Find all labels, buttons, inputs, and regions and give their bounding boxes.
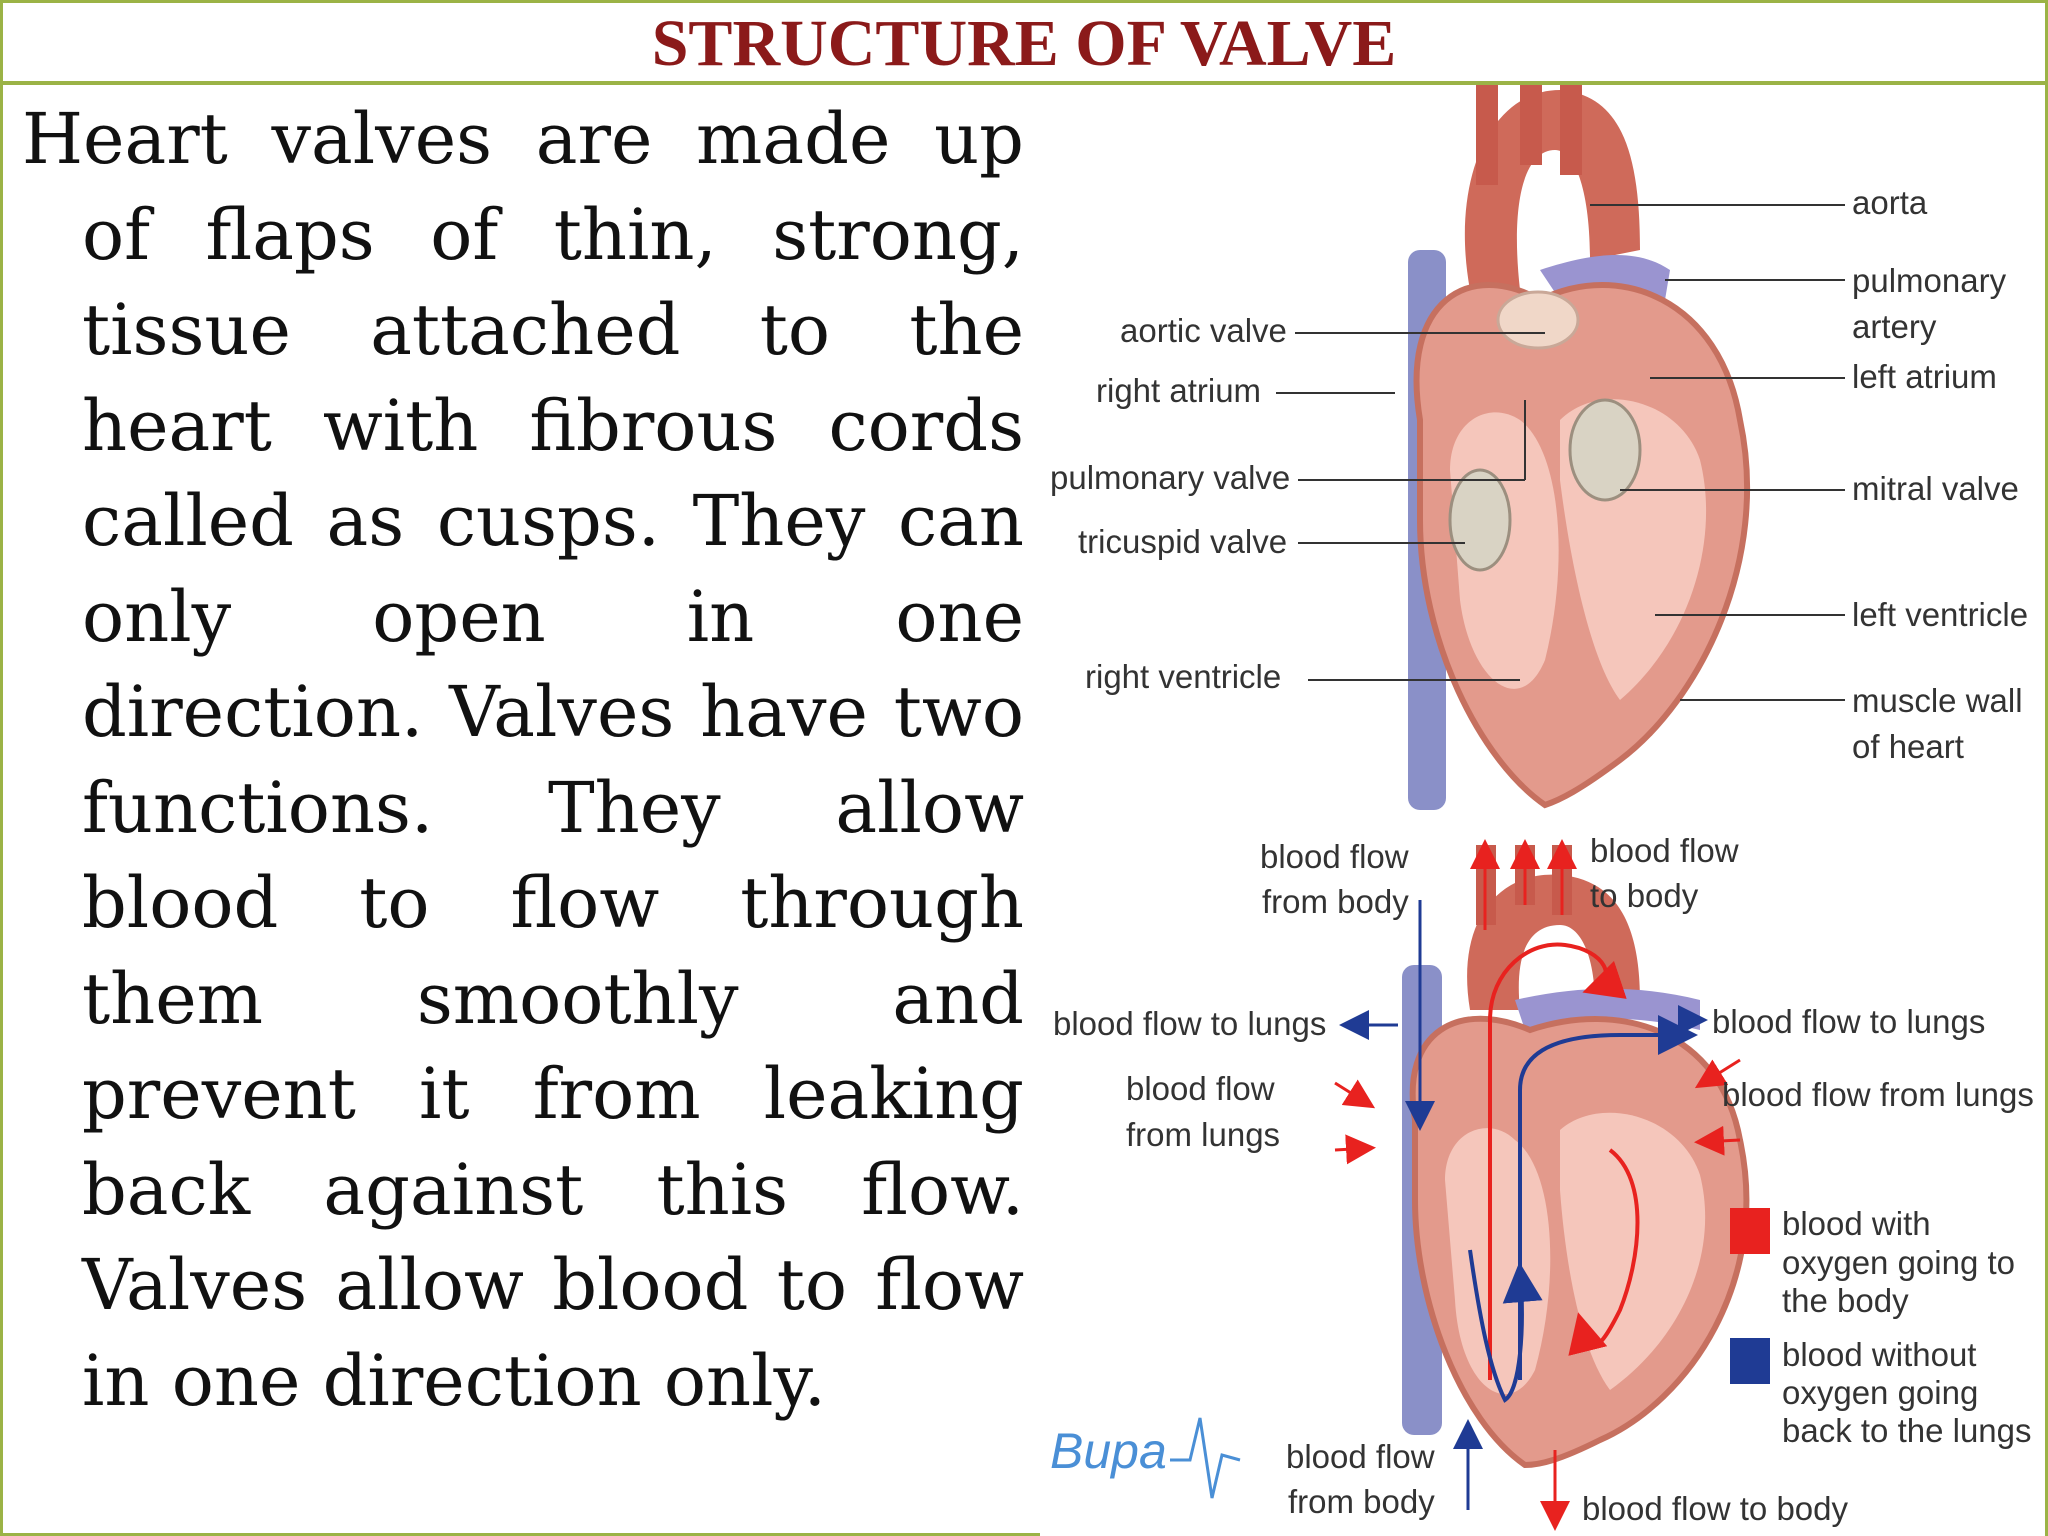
label-from-body-bottom-line2: from body (1288, 1483, 1435, 1520)
frame-right-border (2045, 85, 2048, 1536)
label-muscle-wall-line2: of heart (1852, 728, 1964, 765)
label-right-ventricle: right ventricle (1085, 658, 1281, 695)
legend-oxygenated-line1: blood with (1782, 1205, 1931, 1242)
bottom-flow-arrows (1334, 839, 1741, 1531)
title-bar (0, 0, 2048, 85)
legend-deoxygenated-line3: back to the lungs (1782, 1412, 2032, 1449)
label-pulmonary-artery-line1: pulmonary (1852, 262, 2007, 299)
label-muscle-wall-line1: muscle wall (1852, 682, 2023, 719)
bupa-brand-text: Bupa (1050, 1423, 1167, 1479)
label-to-body-top-line2: to body (1590, 877, 1699, 914)
label-mitral-valve: mitral valve (1852, 470, 2019, 507)
label-from-body-top-line2: from body (1262, 883, 1409, 920)
label-right-atrium: right atrium (1096, 372, 1261, 409)
heart-valve-diagram: aorta pulmonary artery left atrium mitra… (1050, 85, 2034, 1531)
label-left-ventricle: left ventricle (1852, 596, 2028, 633)
bupa-logo: Bupa (1050, 1417, 1241, 1499)
legend-deoxygenated-line1: blood without (1782, 1336, 1976, 1373)
label-from-lungs-right: blood flow from lungs (1722, 1076, 2034, 1113)
label-left-atrium: left atrium (1852, 358, 1997, 395)
aortic-valve-shape (1496, 290, 1580, 350)
label-to-lungs-right: blood flow to lungs (1712, 1003, 1985, 1040)
tricuspid-valve-shape (1448, 468, 1512, 572)
aorta-arch (1464, 90, 1640, 290)
slide-body-text: Heart valves are made up of flaps of thi… (22, 98, 1024, 1422)
slide-title: STRUCTURE OF VALVE (651, 7, 1397, 80)
legend-swatch-deoxygenated (1730, 1338, 1770, 1384)
legend-oxygenated-line2: oxygen going to (1782, 1244, 2015, 1281)
frame-bottom-border (0, 1533, 1040, 1536)
label-from-lungs-left-line2: from lungs (1126, 1116, 1280, 1153)
heartbeat-icon (1170, 1417, 1241, 1499)
label-to-lungs-left: blood flow to lungs (1053, 1005, 1326, 1042)
heart-cross-section-top (1408, 85, 1751, 810)
legend: blood with oxygen going to the body bloo… (1730, 1205, 2032, 1449)
label-from-body-bottom-line1: blood flow (1286, 1438, 1435, 1475)
label-pulmonary-valve: pulmonary valve (1050, 459, 1290, 496)
label-pulmonary-artery-line2: artery (1852, 308, 1937, 345)
label-from-lungs-left-line1: blood flow (1126, 1070, 1275, 1107)
legend-swatch-oxygenated (1730, 1208, 1770, 1254)
top-leader-lines (1276, 204, 1845, 701)
label-aortic-valve: aortic valve (1120, 312, 1287, 349)
heart-blood-flow-bottom (1402, 845, 1750, 1469)
label-from-body-top-line1: blood flow (1260, 838, 1409, 875)
label-to-body-bottom: blood flow to body (1582, 1490, 1849, 1527)
label-tricuspid-valve: tricuspid valve (1078, 523, 1287, 560)
legend-oxygenated-line3: the body (1782, 1282, 1909, 1319)
right-ventricle-chamber-bottom (1445, 1128, 1551, 1395)
label-aorta: aorta (1852, 184, 1928, 221)
label-to-body-top-line1: blood flow (1590, 832, 1739, 869)
frame-left-border (0, 85, 3, 1536)
mitral-valve-shape (1568, 398, 1642, 502)
legend-deoxygenated-line2: oxygen going (1782, 1374, 1978, 1411)
